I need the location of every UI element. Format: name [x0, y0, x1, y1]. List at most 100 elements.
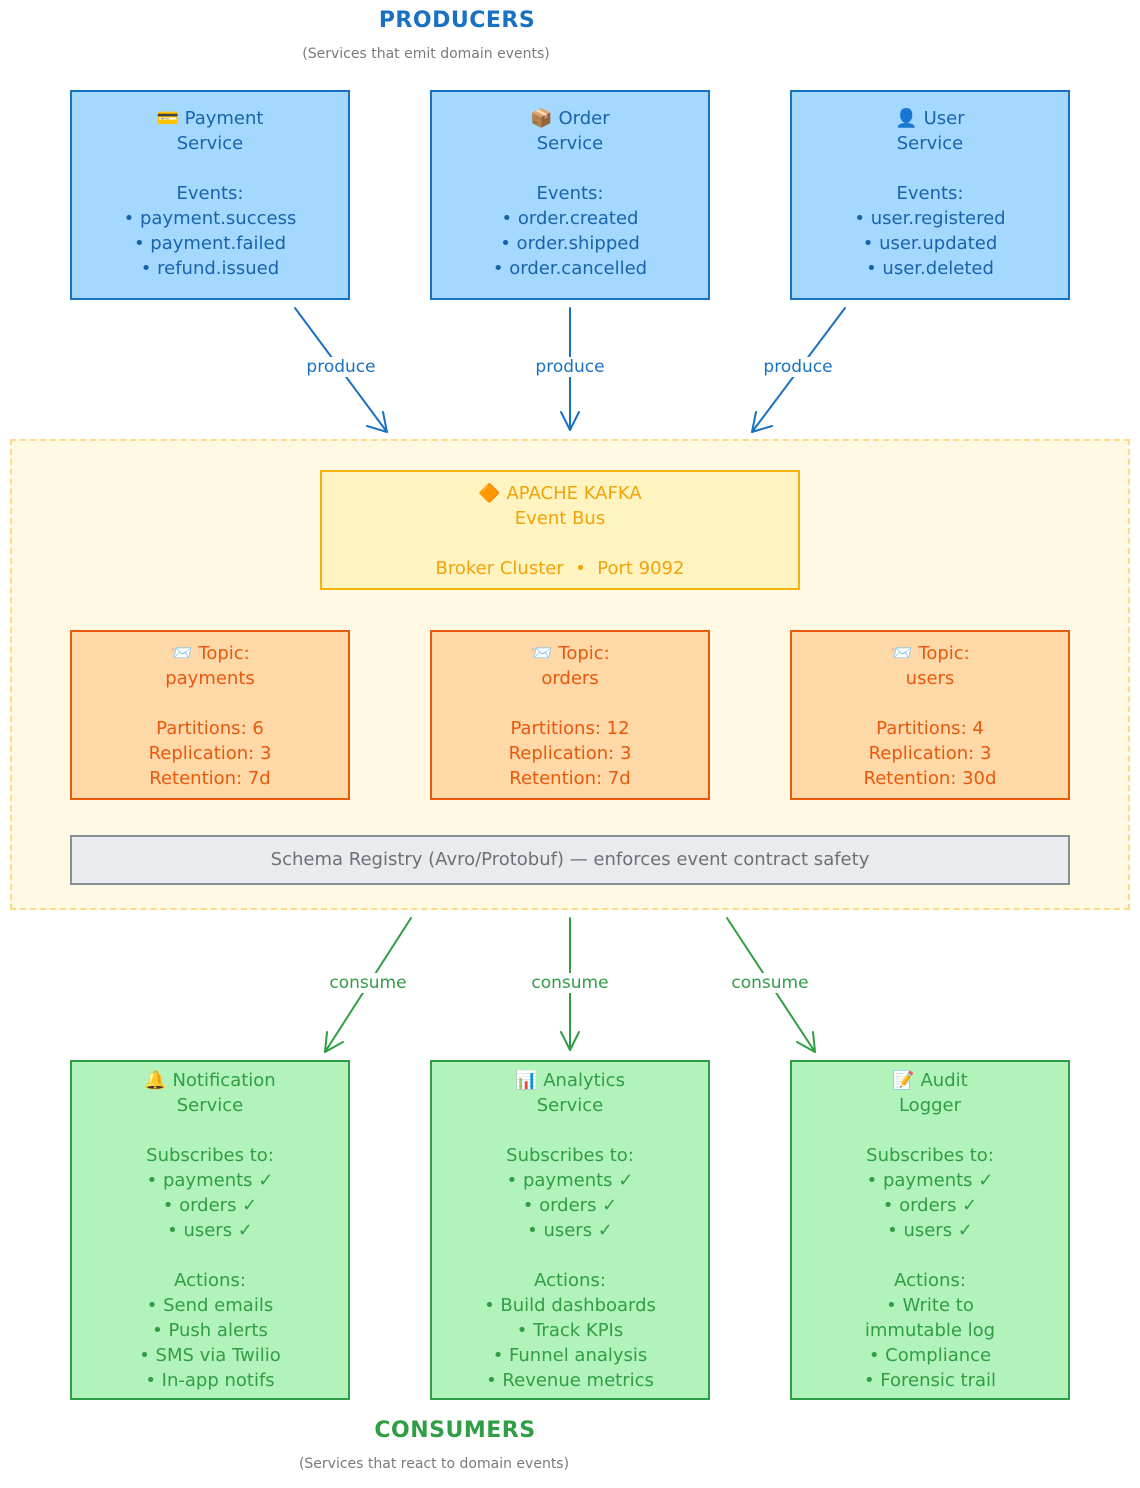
actions-label: Actions:	[174, 1270, 246, 1291]
produce-arrowhead	[560, 411, 580, 431]
diamond-icon: 🔶	[478, 483, 501, 504]
event-item: • user.registered	[854, 208, 1006, 229]
analytics-service-box[interactable]: 📊 Analytics Service Subscribes to: • pay…	[430, 1060, 710, 1400]
subscription-item: • users ✓	[527, 1220, 613, 1241]
action-item: • SMS via Twilio	[139, 1345, 281, 1366]
topic-label: Topic:	[558, 643, 610, 664]
notification-service-box[interactable]: 🔔 Notification Service Subscribes to: • …	[70, 1060, 350, 1400]
service-title-2: Service	[536, 133, 604, 154]
action-item: • Funnel analysis	[492, 1345, 648, 1366]
user-service-box[interactable]: 👤 User Service Events: • user.registered…	[790, 90, 1070, 300]
subscription-item: • payments ✓	[146, 1170, 274, 1191]
event-item: • user.updated	[862, 233, 998, 254]
envelope-icon: 📨	[890, 643, 913, 664]
events-label: Events:	[176, 183, 244, 204]
action-item: • Compliance	[868, 1345, 992, 1366]
service-title: Analytics	[543, 1070, 625, 1091]
service-title: Payment	[184, 108, 264, 129]
event-item: • order.created	[501, 208, 639, 229]
topic-orders-box[interactable]: 📨 Topic: orders Partitions: 12 Replicati…	[430, 630, 710, 800]
audit-logger-box[interactable]: 📝 Audit Logger Subscribes to: • payments…	[790, 1060, 1070, 1400]
event-item: • order.shipped	[500, 233, 640, 254]
action-item: • Send emails	[146, 1295, 274, 1316]
produce-label: produce	[738, 357, 858, 377]
event-item: • payment.success	[123, 208, 297, 229]
event-item: • order.cancelled	[492, 258, 648, 279]
topic-retention: Retention: 7d	[149, 768, 271, 789]
consume-label: consume	[510, 973, 630, 993]
topic-name: payments	[165, 668, 255, 689]
credit-card-icon: 💳	[156, 108, 179, 129]
envelope-icon: 📨	[170, 643, 193, 664]
schema-registry-label: Schema Registry (Avro/Protobuf) — enforc…	[270, 849, 870, 870]
memo-icon: 📝	[892, 1070, 915, 1091]
consume-arrowhead	[324, 1031, 344, 1053]
service-title: Notification	[172, 1070, 276, 1091]
service-title-2: Service	[896, 133, 964, 154]
bell-icon: 🔔	[144, 1070, 167, 1091]
topic-label: Topic:	[198, 643, 250, 664]
service-title: User	[923, 108, 965, 129]
topic-users-box[interactable]: 📨 Topic: users Partitions: 4 Replication…	[790, 630, 1070, 800]
topic-payments-box[interactable]: 📨 Topic: payments Partitions: 6 Replicat…	[70, 630, 350, 800]
topic-partitions: Partitions: 12	[510, 718, 630, 739]
action-item: • Forensic trail	[863, 1370, 997, 1391]
service-title-2: Service	[176, 1095, 244, 1116]
events-label: Events:	[896, 183, 964, 204]
consume-label: consume	[710, 973, 830, 993]
service-title: Order	[558, 108, 610, 129]
action-item: • Push alerts	[152, 1320, 268, 1341]
topic-replication: Replication: 3	[508, 743, 632, 764]
event-item: • user.deleted	[866, 258, 994, 279]
kafka-event-bus-box[interactable]: 🔶 APACHE KAFKA Event Bus Broker Cluster …	[320, 470, 800, 590]
subscription-item: • users ✓	[887, 1220, 973, 1241]
order-service-box[interactable]: 📦 Order Service Events: • order.created …	[430, 90, 710, 300]
produce-arrowhead	[751, 411, 773, 433]
produce-label: produce	[510, 357, 630, 377]
topic-retention: Retention: 30d	[863, 768, 997, 789]
topic-replication: Replication: 3	[868, 743, 992, 764]
action-item: • Track KPIs	[516, 1320, 624, 1341]
envelope-icon: 📨	[530, 643, 553, 664]
kafka-title: APACHE KAFKA	[506, 483, 642, 504]
subscription-item: • users ✓	[167, 1220, 253, 1241]
consume-arrowhead	[796, 1031, 816, 1053]
event-item: • payment.failed	[133, 233, 287, 254]
consume-arrowhead	[560, 1031, 580, 1051]
producers-subtitle: (Services that emit domain events)	[302, 46, 550, 62]
actions-label: Actions:	[534, 1270, 606, 1291]
topic-name: users	[905, 668, 955, 689]
produce-arrowhead	[366, 411, 388, 433]
action-item: • In-app notifs	[145, 1370, 275, 1391]
kafka-details: Broker Cluster • Port 9092	[435, 558, 685, 579]
service-title-2: Logger	[898, 1095, 962, 1116]
produce-label: produce	[281, 357, 401, 377]
subscription-item: • payments ✓	[866, 1170, 994, 1191]
event-item: • refund.issued	[140, 258, 280, 279]
subscription-item: • orders ✓	[162, 1195, 258, 1216]
action-item: • Build dashboards	[484, 1295, 656, 1316]
action-item: • Revenue metrics	[486, 1370, 654, 1391]
producers-heading: PRODUCERS	[378, 8, 536, 33]
consumers-subtitle: (Services that react to domain events)	[298, 1456, 570, 1472]
service-title-2: Service	[176, 133, 244, 154]
subscription-item: • orders ✓	[882, 1195, 978, 1216]
topic-label: Topic:	[918, 643, 970, 664]
topic-replication: Replication: 3	[148, 743, 272, 764]
subscription-item: • payments ✓	[506, 1170, 634, 1191]
subscribes-label: Subscribes to:	[866, 1145, 994, 1166]
service-title: Audit	[920, 1070, 968, 1091]
schema-registry-bar[interactable]: Schema Registry (Avro/Protobuf) — enforc…	[70, 835, 1070, 885]
consume-label: consume	[308, 973, 428, 993]
topic-partitions: Partitions: 6	[156, 718, 264, 739]
payment-service-box[interactable]: 💳 Payment Service Events: • payment.succ…	[70, 90, 350, 300]
kafka-subtitle: Event Bus	[514, 508, 606, 529]
actions-label: Actions:	[894, 1270, 966, 1291]
subscribes-label: Subscribes to:	[506, 1145, 634, 1166]
subscribes-label: Subscribes to:	[146, 1145, 274, 1166]
action-item: • Write to	[886, 1295, 974, 1316]
package-icon: 📦	[530, 108, 553, 129]
topic-partitions: Partitions: 4	[876, 718, 984, 739]
topic-retention: Retention: 7d	[509, 768, 631, 789]
bar-chart-icon: 📊	[515, 1070, 538, 1091]
